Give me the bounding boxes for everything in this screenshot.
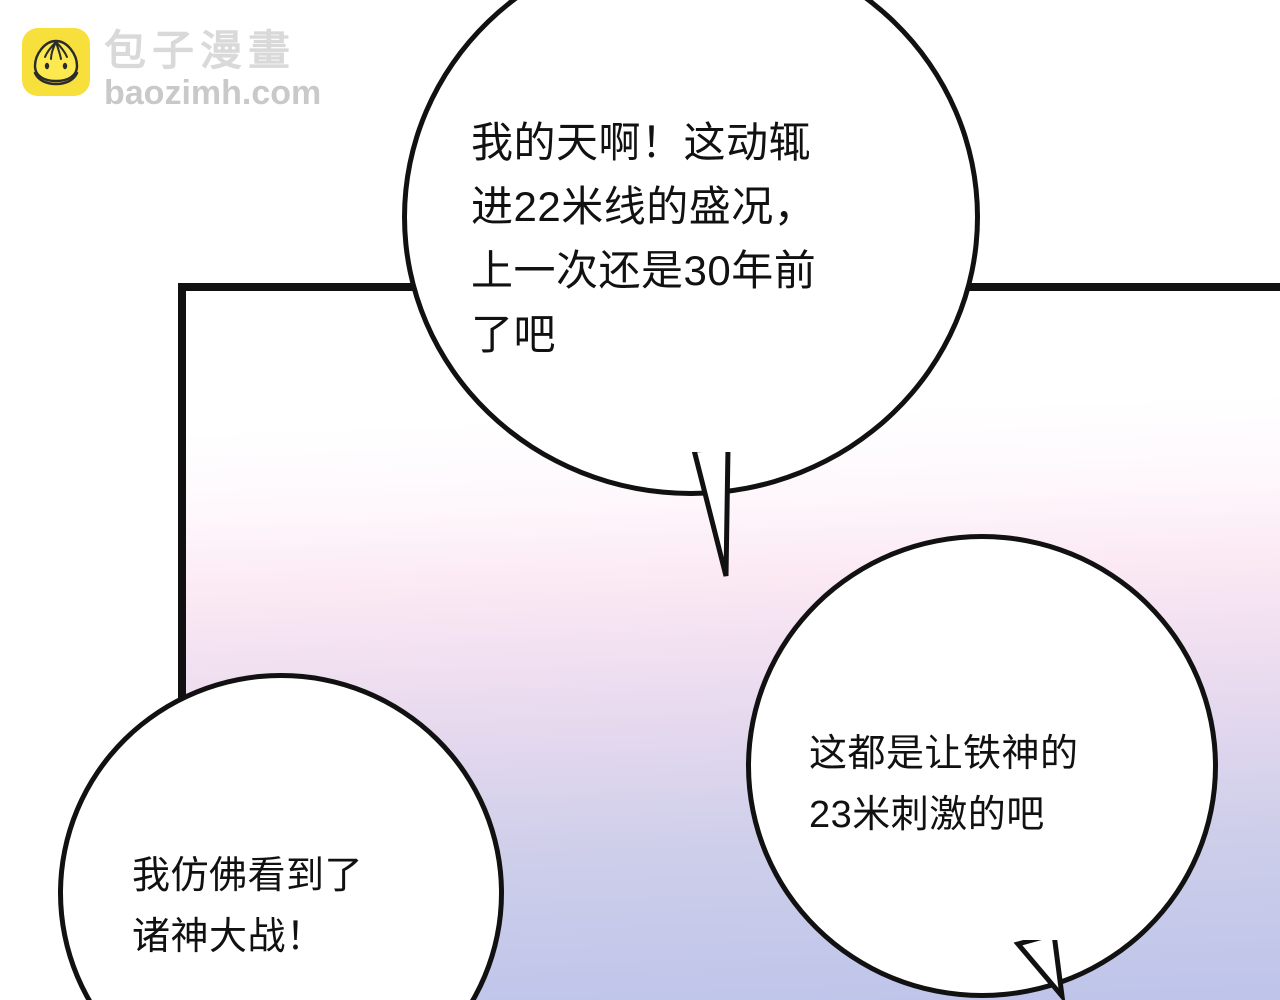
speech-bubble-bottom-left-text: 我仿佛看到了 诸神大战！ <box>132 855 364 958</box>
speech-bubble-bottom-left: 我仿佛看到了 诸神大战！ <box>58 673 504 1000</box>
speech-bubble-top: 我的天啊！这动辄 进22米线的盛况， 上一次还是30年前 了吧 <box>402 0 980 496</box>
speech-bubble-top-tail <box>690 430 734 577</box>
watermark-text-block: 包子漫畫 baozimh.com <box>104 27 322 112</box>
watermark-domain: baozimh.com <box>104 74 322 112</box>
speech-bubble-bottom-right-text: 这都是让铁神的 23米刺激的吧 <box>809 733 1079 836</box>
speech-bubble-bottom-right: 这都是让铁神的 23米刺激的吧 <box>746 534 1218 998</box>
speech-bubble-bottom-right-tail <box>1013 930 1066 1000</box>
steamed-bun-logo-icon <box>22 28 90 96</box>
watermark-brand-name: 包子漫畫 <box>104 27 297 74</box>
site-watermark: 包子漫畫 baozimh.com <box>22 28 321 110</box>
panel-frame-left-border <box>178 283 186 708</box>
speech-bubble-top-text: 我的天啊！这动辄 进22米线的盛况， 上一次还是30年前 了吧 <box>471 119 817 358</box>
